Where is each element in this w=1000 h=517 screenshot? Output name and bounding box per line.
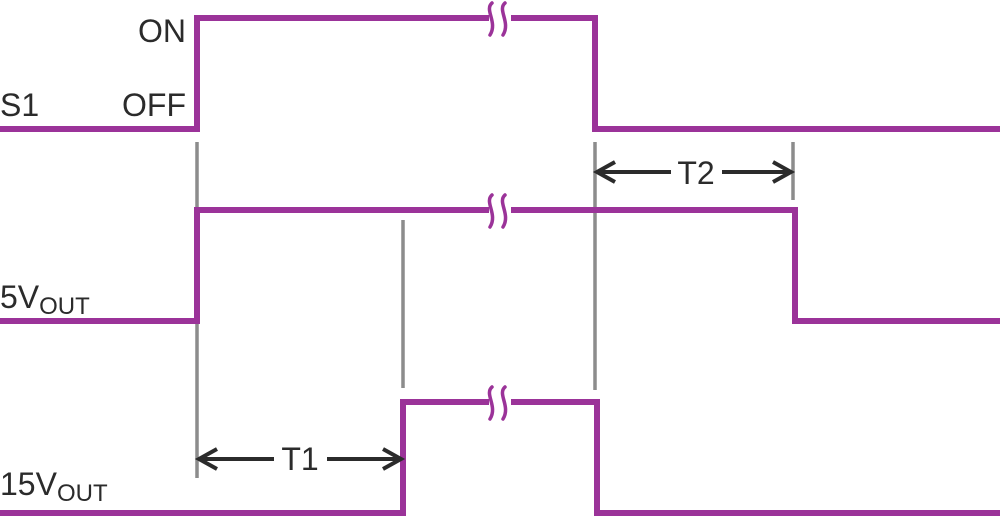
- break-icon: [487, 193, 508, 229]
- break-icon: [487, 385, 508, 421]
- 5vout-waveform: [0, 207, 1000, 324]
- 15vout-label-main: 15V: [0, 466, 58, 502]
- arrow-left-icon: [592, 160, 616, 184]
- interval-t1: T1: [194, 441, 406, 477]
- t2-label: T2: [677, 155, 714, 191]
- s1-label: S1: [0, 87, 39, 123]
- 15vout-waveform: [0, 399, 1000, 516]
- break-icon: [487, 1, 508, 37]
- interval-t2: T2: [592, 155, 796, 191]
- arrow-right-icon: [772, 160, 796, 184]
- t1-label: T1: [281, 441, 318, 477]
- 15vout-label-sub: OUT: [57, 480, 108, 507]
- 5vout-label: 5VOUT: [0, 279, 90, 320]
- s1-off-label: OFF: [122, 87, 186, 123]
- arrow-right-icon: [382, 447, 406, 471]
- signal-15vout: 15VOUT: [0, 385, 1000, 516]
- guide-lines: [195, 142, 795, 478]
- s1-waveform: [0, 15, 1000, 132]
- signal-5vout: 5VOUT: [0, 193, 1000, 324]
- signal-s1: S1 ON OFF: [0, 1, 1000, 132]
- 15vout-label: 15VOUT: [0, 466, 108, 507]
- 5vout-label-main: 5V: [0, 279, 40, 315]
- arrow-left-icon: [194, 447, 218, 471]
- s1-on-label: ON: [138, 13, 186, 49]
- 5vout-label-sub: OUT: [39, 293, 90, 320]
